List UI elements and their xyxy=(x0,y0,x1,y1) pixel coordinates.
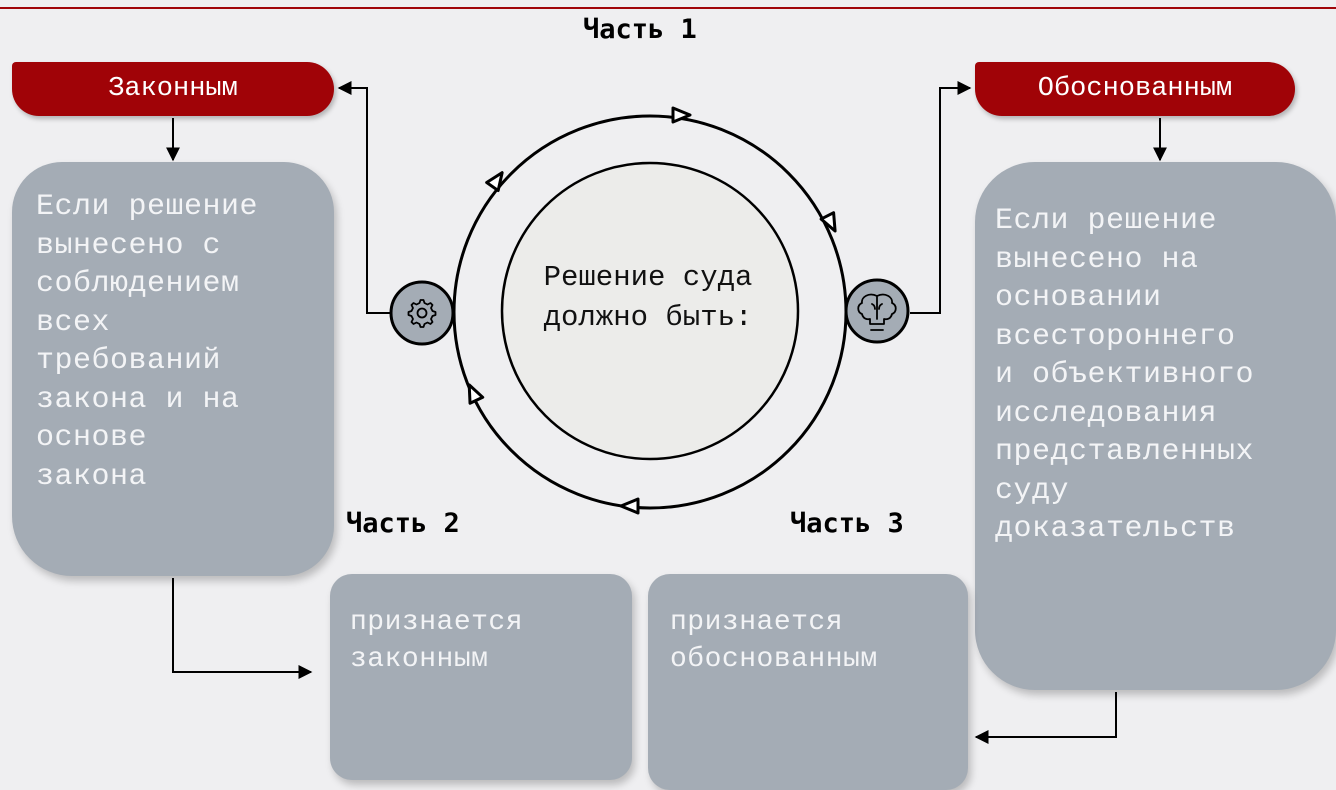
connector-to-grounded-result xyxy=(974,692,1117,744)
connector-to-lawful xyxy=(337,81,391,314)
grounded-condition-card: Если решение вынесено на основании всест… xyxy=(975,162,1336,690)
center-statement: Решение суда должно быть: xyxy=(543,261,753,334)
lawful-result-card: признается законным xyxy=(330,574,632,780)
gear-node xyxy=(389,280,455,346)
brain-lightbulb-icon xyxy=(857,293,897,331)
ring-arrow-upper-left xyxy=(485,171,504,193)
lawful-pill: Законным xyxy=(12,62,334,116)
ring-arrow-right xyxy=(819,211,837,233)
center-circle xyxy=(500,161,800,461)
ring-arrow-lower-left xyxy=(467,383,485,405)
top-divider-line xyxy=(0,7,1336,9)
lawful-pill-label: Законным xyxy=(108,74,238,104)
grounded-result-card: признается обоснованным xyxy=(648,574,968,790)
grounded-pill: Обоснованным xyxy=(975,62,1295,116)
grounded-result-text: признается обоснованным xyxy=(670,607,878,675)
lawful-condition-text: Если решение вынесено с соблюдением всех… xyxy=(36,190,259,494)
lawful-result-text: признается законным xyxy=(350,607,524,675)
connector-to-lawful-result xyxy=(172,578,313,679)
grounded-pill-label: Обоснованным xyxy=(1037,74,1233,104)
connector-to-grounded xyxy=(910,81,972,314)
part-2-title: Часть 2 xyxy=(346,508,460,539)
brain-node xyxy=(844,278,910,344)
ring-arrow-bottom xyxy=(619,497,640,515)
gear-icon xyxy=(407,299,437,328)
part-1-title: Часть 1 xyxy=(583,14,697,45)
grounded-condition-text: Если решение вынесено на основании всест… xyxy=(995,204,1255,546)
lawful-condition-card: Если решение вынесено с соблюдением всех… xyxy=(12,162,334,576)
part-3-title: Часть 3 xyxy=(790,508,904,539)
ring-arrow-top xyxy=(671,106,692,124)
